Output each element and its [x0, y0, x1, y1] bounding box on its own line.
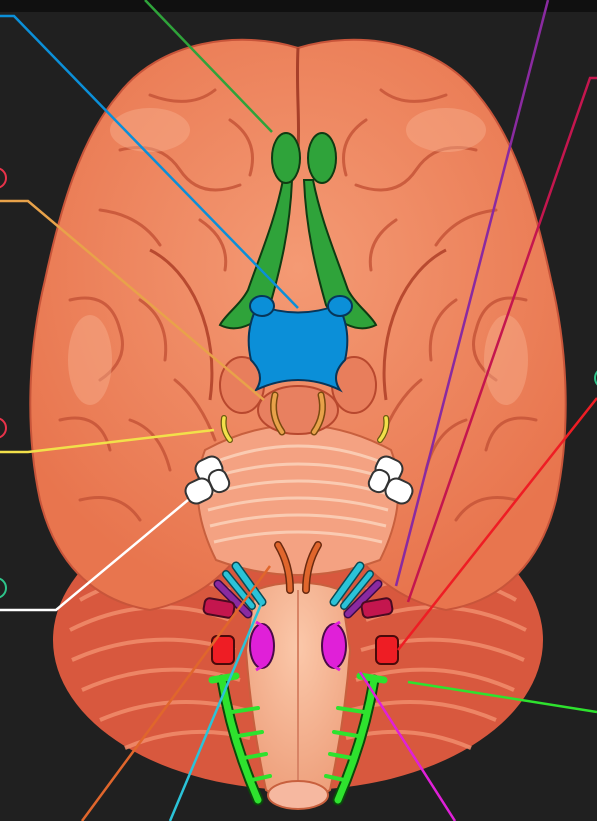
marker-left-3 — [0, 578, 6, 598]
marker-left-1 — [0, 168, 6, 188]
top-bar — [0, 0, 597, 12]
pons — [198, 425, 399, 575]
marker-left-2 — [0, 418, 6, 438]
